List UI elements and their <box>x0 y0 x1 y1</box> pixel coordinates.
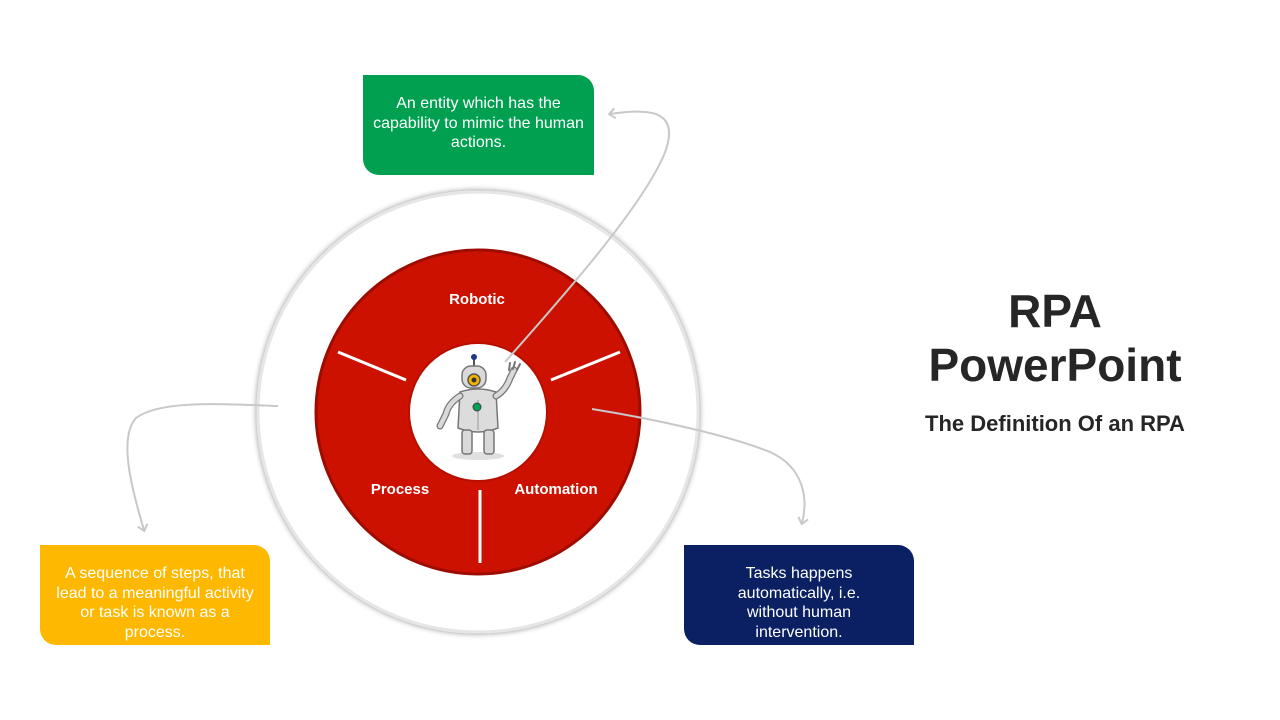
connector-process <box>126 403 279 533</box>
definition-text-automation: Tasks happens automatically, i.e. withou… <box>737 565 861 641</box>
slide-title: RPA PowerPoint <box>928 285 1182 391</box>
segment-label-process: Process <box>371 481 429 498</box>
robot-icon <box>436 354 521 460</box>
definition-box-process: A sequence of steps, that lead to a mean… <box>40 545 270 645</box>
definition-box-robotic: An entity which has the capability to mi… <box>363 75 594 175</box>
connector-robotic <box>504 107 671 363</box>
segment-label-automation: Automation <box>514 481 597 498</box>
definition-text-process: A sequence of steps, that lead to a mean… <box>56 565 254 641</box>
definition-box-automation: Tasks happens automatically, i.e. withou… <box>684 545 914 645</box>
connector-automation <box>591 408 809 526</box>
divider-left <box>337 350 407 382</box>
segment-label-robotic: Robotic <box>449 291 505 308</box>
slide-subtitle: The Definition Of an RPA <box>925 411 1185 436</box>
divider-right <box>550 350 621 382</box>
definition-text-robotic: An entity which has the capability to mi… <box>373 95 584 151</box>
